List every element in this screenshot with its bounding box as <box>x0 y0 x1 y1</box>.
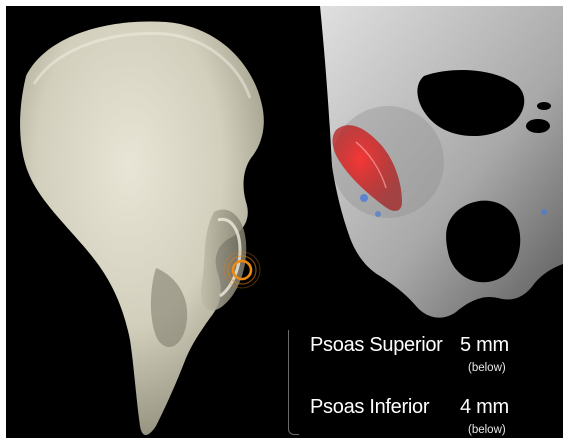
hip-bone-render <box>6 6 306 438</box>
scan-hole-lower <box>446 201 520 283</box>
measurement-readout: Psoas Superior 5 mm (below) Psoas Inferi… <box>280 322 563 438</box>
scan-hole-small-2 <box>537 102 551 110</box>
measurement-qualifier: (below) <box>468 424 506 436</box>
blue-speck-1 <box>360 194 368 202</box>
measurement-label: Psoas Inferior <box>310 396 429 419</box>
measurement-value: 4 mm <box>460 396 509 419</box>
scan-hole-small-1 <box>526 119 550 133</box>
hip-bone-render-panel <box>6 6 306 438</box>
readout-bracket <box>288 330 299 435</box>
measurement-qualifier: (below) <box>468 362 506 374</box>
measurement-value: 5 mm <box>460 334 509 357</box>
blue-speck-3 <box>541 209 547 215</box>
measurement-label: Psoas Superior <box>310 334 443 357</box>
target-ring-icon <box>222 250 262 290</box>
blue-speck-2 <box>375 211 381 217</box>
